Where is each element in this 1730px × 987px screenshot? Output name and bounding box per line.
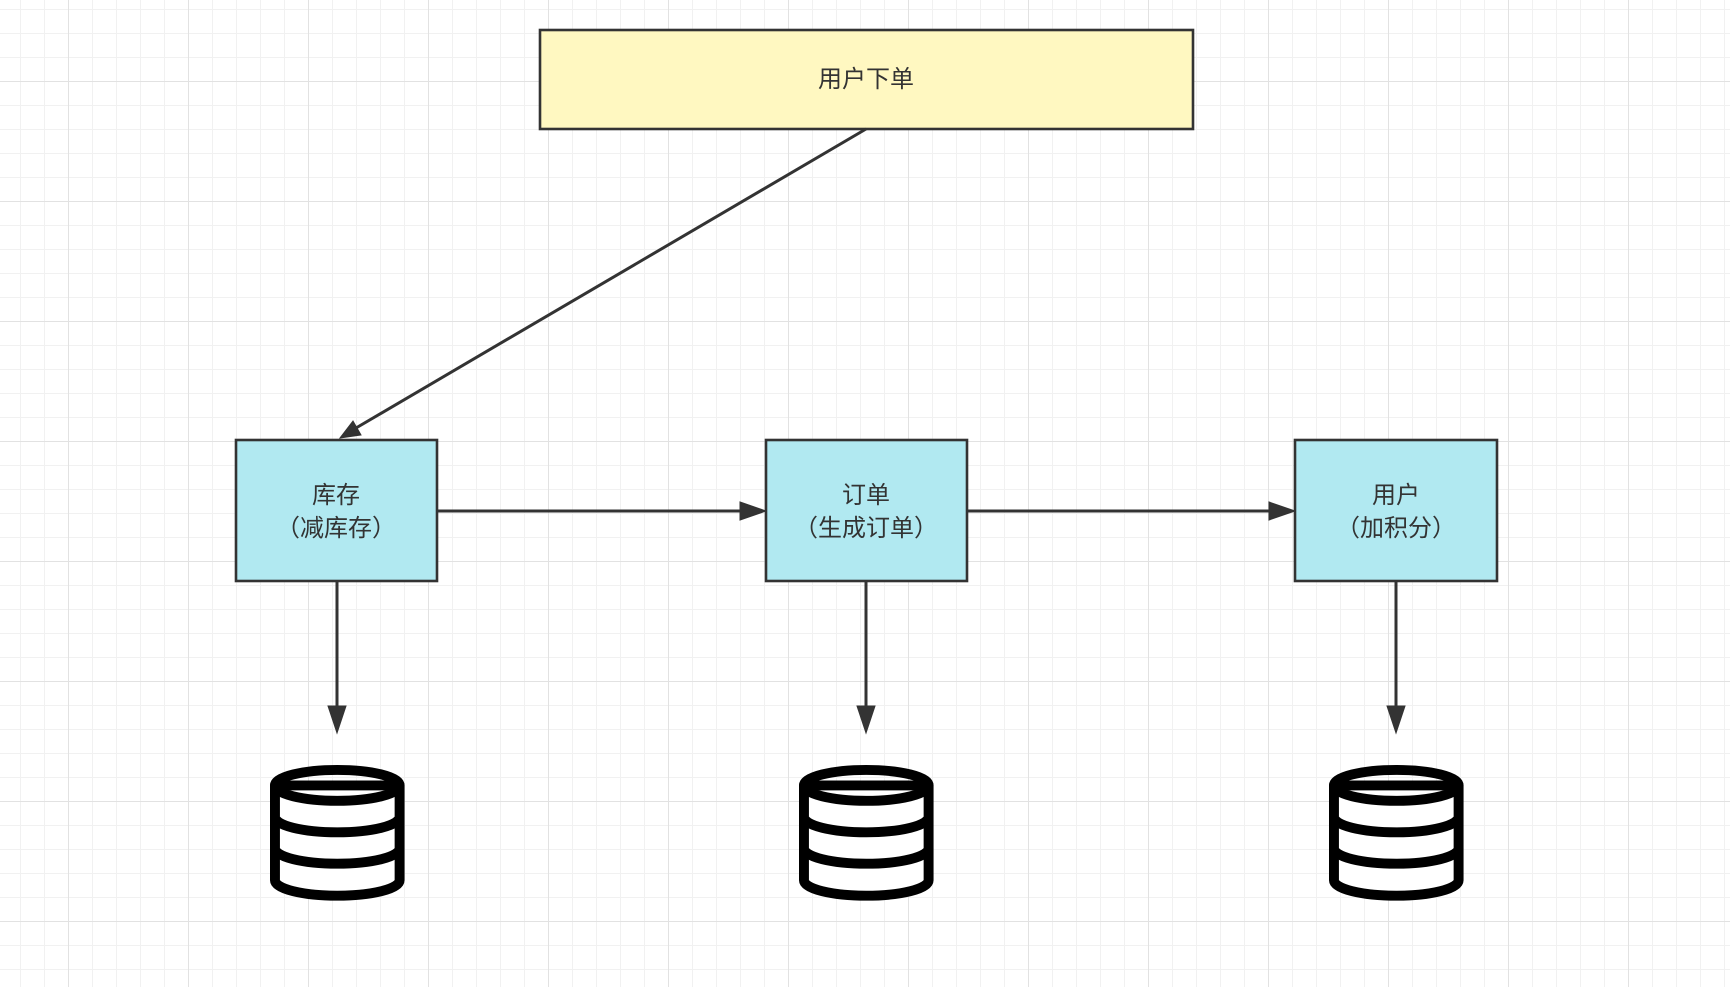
start-node-label: 用户下单 [818, 65, 914, 93]
node-order-box [764, 438, 969, 583]
arrowhead [1386, 705, 1406, 735]
node-user-title: 用户 [1372, 481, 1420, 509]
edge-line [355, 127, 867, 430]
node-inventory-box [234, 438, 439, 583]
edge-user-to-database [1386, 581, 1406, 735]
arrowhead [338, 420, 362, 439]
node-order[interactable]: 订单 （生成订单） [764, 438, 969, 583]
node-order-subtitle: （生成订单） [794, 514, 938, 542]
node-user[interactable]: 用户 （加积分） [1293, 438, 1499, 583]
arrowhead [327, 705, 347, 735]
arrowhead [856, 705, 876, 735]
arrowhead [1268, 501, 1297, 521]
edge-inventory-to-order [437, 501, 768, 521]
edge-inventory-to-database [327, 581, 347, 735]
node-user-subtitle: （加积分） [1336, 514, 1456, 542]
edge-start-to-inventory [338, 127, 867, 439]
database-icon [799, 765, 934, 901]
node-order-title: 订单 [842, 481, 890, 509]
start-node[interactable]: 用户下单 [538, 28, 1195, 131]
edge-order-to-database [856, 581, 876, 735]
edge-order-to-user [967, 501, 1297, 521]
node-inventory-subtitle: （减库存） [276, 514, 396, 542]
database-icon [270, 765, 405, 901]
node-inventory[interactable]: 库存 （减库存） [234, 438, 439, 583]
database-icon [1329, 765, 1464, 901]
start-node-box [538, 28, 1195, 131]
node-user-box [1293, 438, 1499, 583]
node-inventory-title: 库存 [312, 481, 360, 509]
arrowhead [739, 501, 768, 521]
